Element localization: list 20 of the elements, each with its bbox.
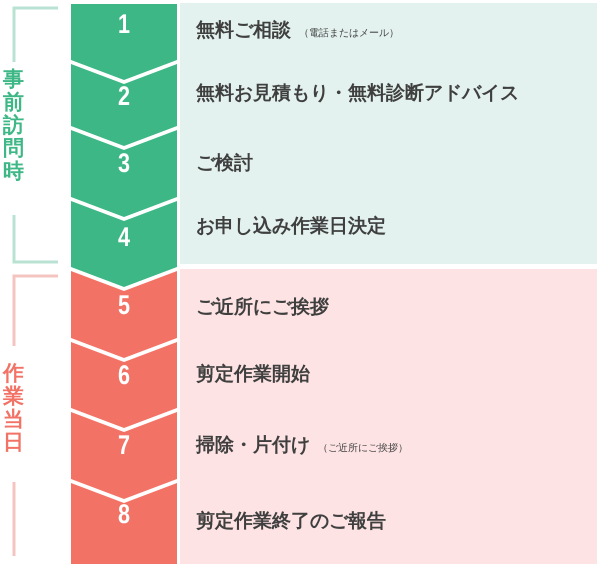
step-number: 4 bbox=[117, 222, 131, 252]
step-number: 1 bbox=[117, 9, 131, 39]
step-description: 剪定作業終了のご報告 bbox=[196, 509, 386, 533]
step-description: 掃除・片付け bbox=[196, 433, 310, 457]
step-description: ご近所にご挨拶 bbox=[196, 295, 329, 319]
step-description: 無料お見積もり・無料診断アドバイス bbox=[196, 81, 519, 105]
phase-label: 事前訪問時 bbox=[3, 68, 24, 184]
step-description: 無料ご相談 bbox=[196, 18, 291, 42]
step-number: 7 bbox=[117, 430, 131, 460]
step-note: （ご近所にご挨拶） bbox=[318, 442, 408, 455]
step-number: 6 bbox=[117, 360, 131, 390]
step-number: 8 bbox=[117, 499, 131, 529]
step-number: 5 bbox=[117, 290, 131, 320]
step-note: （電話またはメール） bbox=[299, 26, 399, 40]
step-description: お申し込み作業日決定 bbox=[196, 214, 386, 238]
step-description: 剪定作業開始 bbox=[196, 362, 310, 386]
step-number: 3 bbox=[117, 148, 131, 178]
step-description: ご検討 bbox=[196, 151, 253, 175]
phase-label: 作業当日 bbox=[3, 362, 24, 454]
step-number: 2 bbox=[117, 81, 131, 111]
